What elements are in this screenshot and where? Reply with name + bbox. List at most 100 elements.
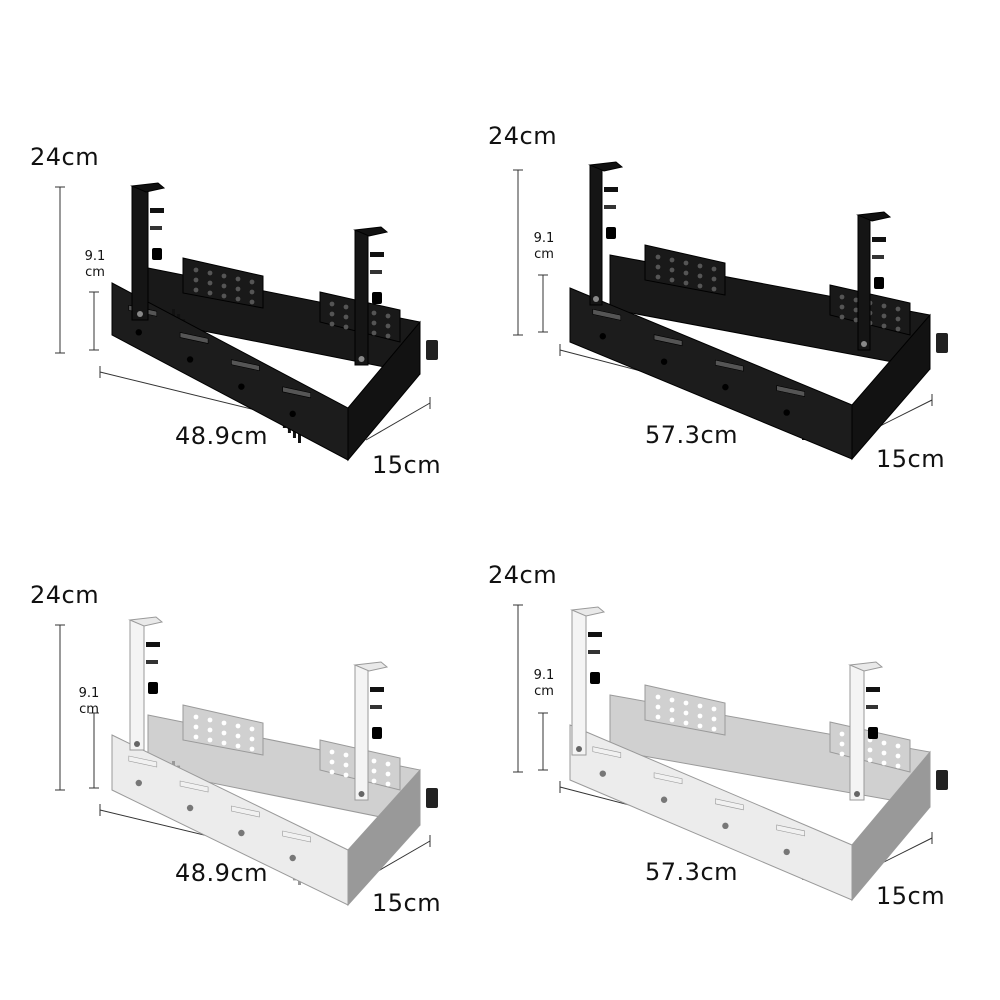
vent-hole xyxy=(839,751,845,757)
tray-illustration xyxy=(513,604,948,902)
clamp-screw xyxy=(604,187,618,192)
vent-hole xyxy=(895,763,901,769)
height-label: 24cm xyxy=(30,581,100,609)
vent-hole xyxy=(235,723,241,729)
cable-tray xyxy=(569,606,948,902)
back-panel-left xyxy=(182,257,264,309)
vent-hole xyxy=(881,740,887,746)
vent-hole xyxy=(697,703,703,709)
front-slot xyxy=(653,772,683,785)
side-plug xyxy=(936,770,948,790)
front-hole xyxy=(135,779,142,787)
clamp-knob xyxy=(148,682,158,694)
front-slot xyxy=(231,805,260,818)
front-hole xyxy=(660,358,668,365)
clamp-hook xyxy=(848,661,884,672)
vent-hole xyxy=(249,299,255,305)
clamp-knob xyxy=(372,292,382,304)
vent-hole xyxy=(385,323,391,329)
vent-hole xyxy=(655,714,661,720)
clamp-knob xyxy=(868,727,878,739)
front-hole xyxy=(289,854,296,862)
vent-hole xyxy=(385,771,391,777)
height-label: 24cm xyxy=(488,561,558,589)
vent-hole xyxy=(207,290,213,296)
front-slot xyxy=(592,308,622,321)
front-hole xyxy=(599,333,606,340)
vent-hole xyxy=(371,320,377,326)
vent-hole xyxy=(385,781,391,787)
side-plug xyxy=(426,788,438,808)
clamp-post-left xyxy=(128,616,164,751)
vent-hole xyxy=(221,740,227,746)
clamp-screw xyxy=(872,237,886,242)
vent-hole xyxy=(193,734,199,740)
vent-hole xyxy=(249,736,255,742)
clamp-hook xyxy=(353,661,389,672)
vent-hole xyxy=(343,752,349,758)
front-slot xyxy=(715,798,744,811)
front-slot xyxy=(282,386,311,399)
vent-hole xyxy=(193,724,199,730)
vent-hole xyxy=(329,769,335,775)
vent-hole xyxy=(697,723,703,729)
vent-hole xyxy=(385,333,391,339)
side-plug xyxy=(426,340,438,360)
front-hole xyxy=(238,829,245,837)
vent-hole xyxy=(655,254,661,260)
vent-hole xyxy=(881,750,887,756)
tray-illustration xyxy=(55,616,438,907)
vent-hole xyxy=(683,260,689,266)
front-slot xyxy=(179,332,209,344)
cable-tray xyxy=(111,182,438,462)
vent-hole xyxy=(669,697,675,703)
vent-hole xyxy=(221,720,227,726)
vent-hole xyxy=(697,713,703,719)
vent-hole xyxy=(669,707,675,713)
vent-hole xyxy=(853,297,859,303)
vent-hole xyxy=(371,310,377,316)
vent-hole xyxy=(235,286,241,292)
vent-hole xyxy=(839,304,845,310)
vent-hole xyxy=(655,264,661,270)
front-hole xyxy=(722,383,729,391)
vent-hole xyxy=(207,280,213,286)
vent-hole xyxy=(655,704,661,710)
front-hole xyxy=(238,383,245,390)
vent-hole xyxy=(193,277,199,283)
vent-hole xyxy=(249,289,255,295)
vent-hole xyxy=(711,706,717,712)
depth-label: 15cm xyxy=(372,889,442,917)
vent-hole xyxy=(343,772,349,778)
drop-value: 9.1 xyxy=(533,231,555,246)
front-hole xyxy=(186,804,194,812)
vent-hole xyxy=(385,761,391,767)
vent-hole xyxy=(711,266,717,272)
tray-illustration xyxy=(513,161,948,461)
vent-hole xyxy=(895,326,901,332)
vent-hole xyxy=(221,293,227,299)
vent-hole xyxy=(235,743,241,749)
vent-hole xyxy=(249,726,255,732)
front-slot xyxy=(128,755,158,768)
front-slot xyxy=(653,334,683,347)
front-hole xyxy=(289,410,296,418)
front-hole xyxy=(135,329,142,336)
clamp-hook xyxy=(588,161,624,172)
vent-hole xyxy=(249,279,255,285)
clamp-screw xyxy=(146,642,160,647)
clamp-hook xyxy=(856,211,892,222)
clamp-screw xyxy=(370,687,384,692)
vent-hole xyxy=(385,313,391,319)
clamp-knob xyxy=(372,727,382,739)
drop-value: 9.1 xyxy=(533,668,555,683)
vent-hole xyxy=(193,287,199,293)
length-label: 57.3cm xyxy=(645,421,739,449)
front-hole xyxy=(186,356,194,363)
clamp-hook xyxy=(570,606,606,617)
